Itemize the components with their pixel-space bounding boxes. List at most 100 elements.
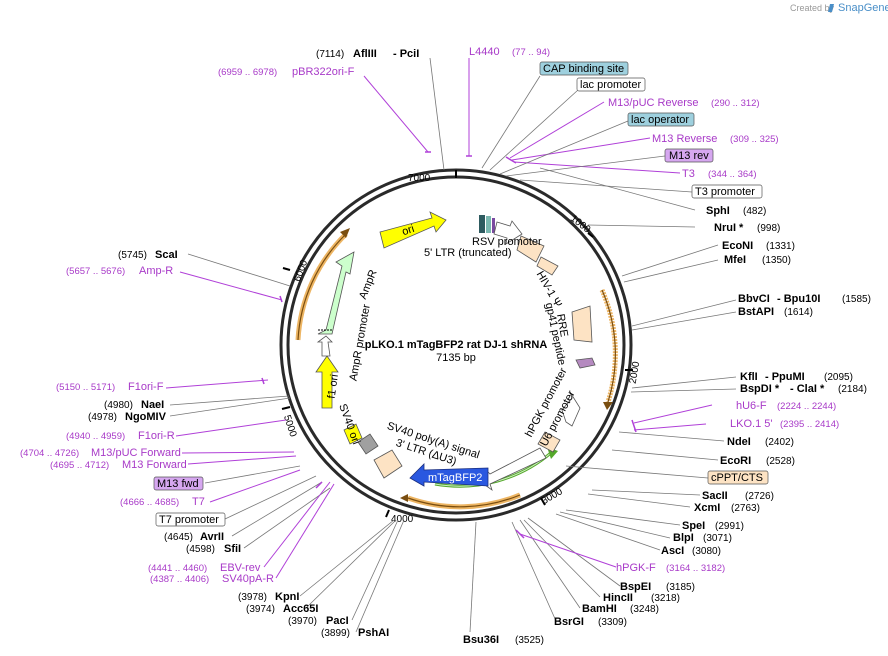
cap-binding-label: CAP binding site xyxy=(543,63,624,75)
primer-t7-pos: (4666 .. 4685) xyxy=(120,497,179,508)
origin-block-3 xyxy=(492,218,495,233)
primer-l4440-pos: (77 .. 94) xyxy=(512,47,550,58)
primer-hpgk-f-pos: (3164 .. 3182) xyxy=(666,563,725,574)
orange-arc-right-arrow xyxy=(603,402,613,410)
origin-block-1 xyxy=(479,215,485,233)
m13-rev-label: M13 rev xyxy=(669,150,709,162)
orange-arc-bottom-arrow xyxy=(400,494,408,502)
enzyme-pos-mfeI: (1350) xyxy=(762,255,791,266)
snapgene-logo-icon xyxy=(828,4,834,12)
primer-amp-r-pos: (5657 .. 5676) xyxy=(66,266,125,277)
primer-sv40pa-r-pos: (4387 .. 4406) xyxy=(150,574,209,585)
cppt-block xyxy=(537,431,561,453)
enzyme-acc65i: Acc65I xyxy=(283,603,318,615)
rsv-promoter-label: RSV promoter xyxy=(472,236,542,248)
orange-arc-left-core xyxy=(297,233,347,341)
mtagbfp2-label: mTagBFP2 xyxy=(428,472,482,484)
enzyme-kfli: KflI xyxy=(740,371,758,383)
orange-arc-bottom-core xyxy=(407,494,521,508)
ltr5-label: 5' LTR (truncated) xyxy=(424,247,511,259)
primer-hu6-f: hU6-F xyxy=(736,400,767,412)
sv40ori-block xyxy=(343,423,363,445)
primer-hu6-f-pos: (2224 .. 2244) xyxy=(777,401,836,412)
laco-box xyxy=(627,112,695,127)
enzyme-asci: AscI xyxy=(661,545,684,557)
t7-promoter-label: T7 promoter xyxy=(159,514,219,526)
enzyme-aflIII: AflIII xyxy=(353,48,377,60)
primer-m13-forward-pos: (4695 .. 4712) xyxy=(50,460,109,471)
enzyme-pos-blpi: (3071) xyxy=(703,533,732,544)
enzyme-econI: EcoNI xyxy=(722,240,753,252)
enzyme-pos-hincii: (3218) xyxy=(651,593,680,604)
u6-promoter-arrow xyxy=(561,391,581,427)
primer-f1ori-r-pos: (4940 .. 4959) xyxy=(66,431,125,442)
snapgene-brand: SnapGene xyxy=(838,2,888,14)
enzyme-pos-bstapi: (1614) xyxy=(784,307,813,318)
enzyme-leaders xyxy=(169,57,737,633)
primer-m13puc-rev: M13/pUC Reverse xyxy=(608,97,698,109)
ori-label: ori xyxy=(401,223,416,238)
enzyme-pos-bbvci: (1585) xyxy=(842,294,871,305)
enzyme-pos-econI: (1331) xyxy=(766,241,795,252)
t3p-box xyxy=(691,184,763,199)
enzyme-pciI: - PciI xyxy=(393,48,419,60)
enzyme-pos-spei: (2991) xyxy=(715,521,744,532)
primer-ebv-rev: EBV-rev xyxy=(220,562,261,574)
gp41-arrow xyxy=(575,357,596,369)
t3-promoter-label: T3 promoter xyxy=(695,186,755,198)
rsv-promoter-arrow xyxy=(493,220,523,245)
enzyme-pos-asci: (3080) xyxy=(692,546,721,557)
ampr-label: AmpR xyxy=(357,268,380,301)
primer-hpgk-f: hPGK-F xyxy=(616,562,656,574)
enzyme-pos-sphI: (482) xyxy=(743,206,766,217)
enzyme-pos-nruI: (998) xyxy=(757,223,780,234)
enzyme-pos-ndeI: (2402) xyxy=(765,437,794,448)
primer-amp-r: Amp-R xyxy=(139,265,173,277)
enzyme-bpu10i: - Bpu10I xyxy=(777,293,820,305)
enzyme-pos-pshai: (3899) xyxy=(321,628,350,639)
ampr-promoter-arrow xyxy=(316,335,333,357)
enzyme-bsrgi: BsrGI xyxy=(554,616,584,628)
enzyme-pos-aflIII: (7114) xyxy=(316,49,344,60)
enzyme-mfeI: MfeI xyxy=(724,254,746,266)
f1ori-label: f1 ori xyxy=(326,374,341,400)
mtagbfp2-arrow xyxy=(409,463,489,487)
primer-t7: T7 xyxy=(192,496,205,508)
enzyme-spei: SpeI xyxy=(682,520,705,532)
sv40ori-label: SV40 ori xyxy=(336,402,362,446)
enzyme-pos-bspdi: (2184) xyxy=(838,384,867,395)
enzyme-blpi: BlpI xyxy=(673,532,694,544)
enzyme-bspdi: BspDI * xyxy=(740,383,780,395)
primer-lko15: LKO.1 5' xyxy=(730,418,772,430)
tick-7000: 7000 xyxy=(408,173,431,184)
origin-block-2 xyxy=(486,216,491,233)
primer-ebv-rev-pos: (4441 .. 4460) xyxy=(148,563,207,574)
enzyme-pos-kpni: (3978) xyxy=(238,592,267,603)
enzyme-pos-scai: (5745) xyxy=(118,250,147,261)
f1ori-arrow xyxy=(315,355,339,409)
enzyme-kpni: KpnI xyxy=(275,591,299,603)
enzyme-pos-kfli: (2095) xyxy=(824,372,853,383)
primer-leaders xyxy=(165,58,713,579)
primer-f1ori-f: F1ori-F xyxy=(128,381,164,393)
t7p-box xyxy=(155,512,226,527)
orange-arc-left-arrow xyxy=(340,228,350,238)
created-by-text: Created by xyxy=(790,3,835,13)
enzyme-sphI: SphI xyxy=(706,205,730,217)
ampr-arrow xyxy=(317,251,355,335)
primer-t3-pos: (344 .. 364) xyxy=(708,169,757,180)
enzyme-avrii: AvrII xyxy=(200,531,224,543)
enzyme-naei: NaeI xyxy=(141,399,164,411)
primer-sv40pa-r: SV40pA-R xyxy=(222,573,274,585)
primer-m13-reverse-pos: (309 .. 325) xyxy=(730,134,779,145)
enzyme-pos-naei: (4980) xyxy=(104,400,133,411)
enzyme-ppumi: - PpuMI xyxy=(765,371,805,383)
sv40pa-block xyxy=(357,433,379,455)
lac-operator-label: lac operator xyxy=(631,114,689,126)
enzyme-pos-bspei: (3185) xyxy=(666,582,695,593)
cppt-cts-label: cPPT/CTS xyxy=(711,472,763,484)
enzyme-bsu36i: Bsu36I xyxy=(463,634,499,646)
enzyme-sacii: SacII xyxy=(702,490,728,502)
primer-m13-forward: M13 Forward xyxy=(122,459,187,471)
primer-pbr322ori-f: pBR322ori-F xyxy=(292,66,355,78)
